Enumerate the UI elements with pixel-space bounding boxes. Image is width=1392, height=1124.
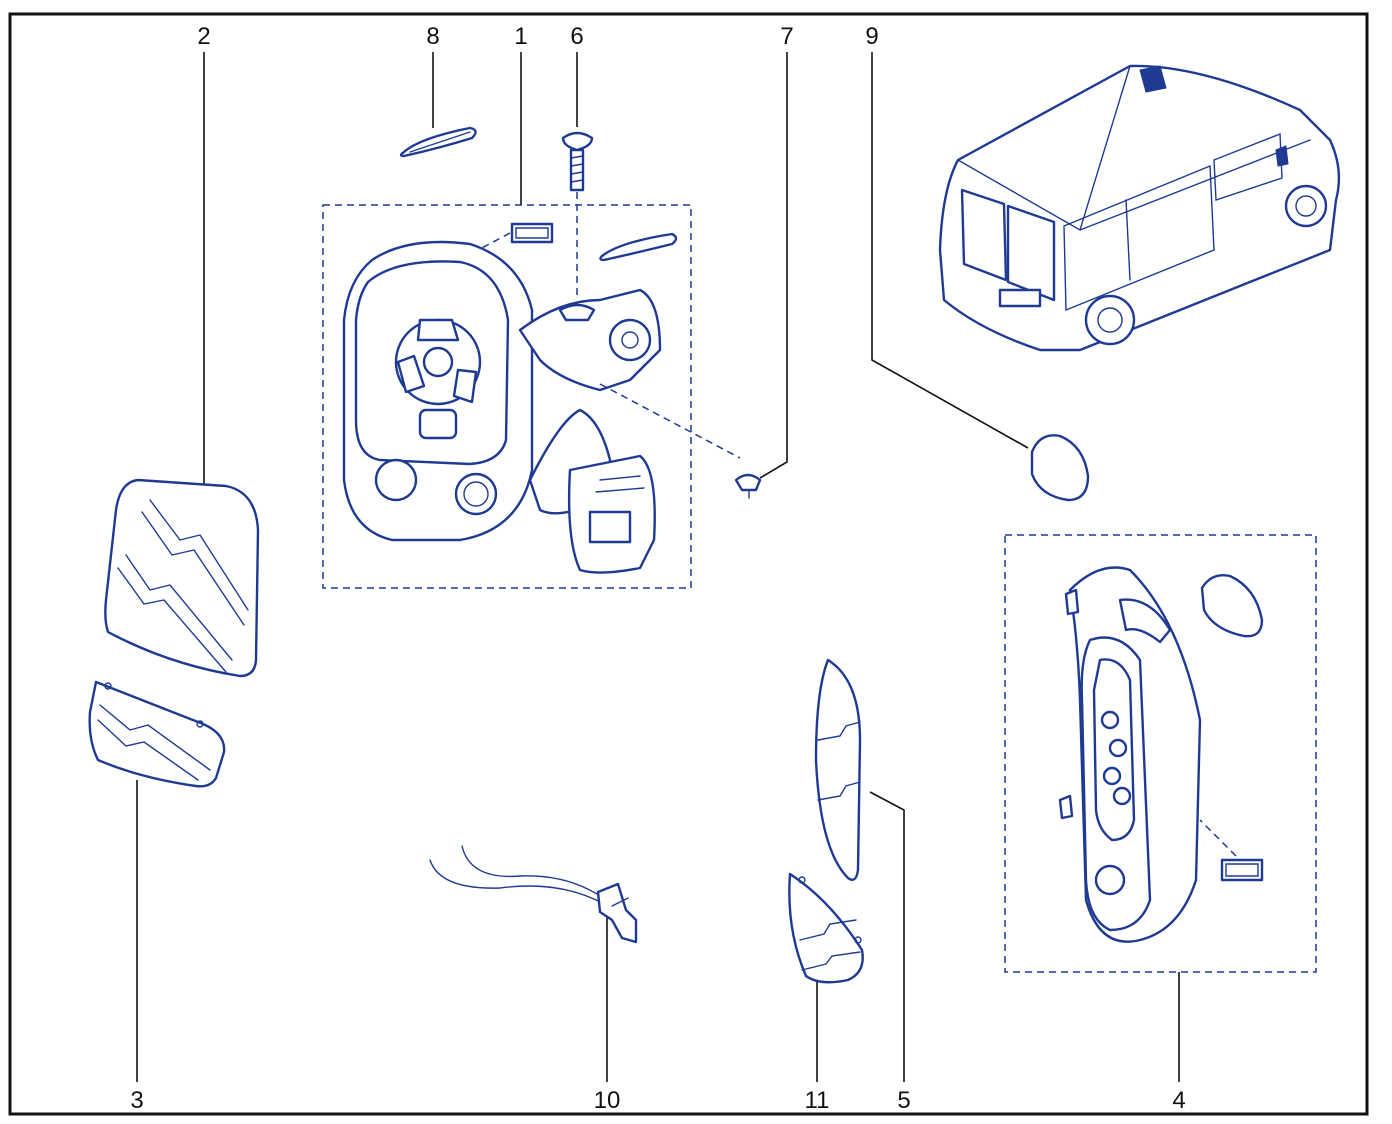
wire-harness: [429, 845, 638, 944]
callout-11: 11: [805, 1087, 830, 1114]
mirror-housing-assembly: [342, 222, 741, 574]
callout-10: 10: [594, 1087, 621, 1114]
cover-cap: [1030, 434, 1090, 502]
callout-5: 5: [897, 1087, 910, 1114]
retaining-clip: [734, 473, 762, 499]
mirror-glass-small: [88, 680, 226, 788]
van-illustration: [938, 64, 1341, 352]
screw: [561, 131, 594, 300]
mirror-glass-small-side: [788, 872, 864, 984]
callout-1: 1: [514, 23, 527, 50]
diagram-frame: [8, 12, 1369, 1116]
assembly-box-1: [322, 204, 692, 589]
callout-8: 8: [426, 23, 439, 50]
callout-6: 6: [570, 23, 583, 50]
callout-7: 7: [780, 23, 793, 50]
callout-3: 3: [130, 1087, 143, 1114]
callout-4: 4: [1172, 1087, 1185, 1114]
mirror-glass-large: [104, 478, 260, 678]
mirror-glass-side: [814, 658, 862, 881]
clip-strap: [399, 126, 477, 158]
callout-9: 9: [865, 23, 878, 50]
leader-lines: [136, 52, 1180, 1082]
mirror-assembly-opposite: [1058, 566, 1264, 943]
callout-2: 2: [197, 23, 210, 50]
assembly-box-4: [1004, 534, 1317, 973]
